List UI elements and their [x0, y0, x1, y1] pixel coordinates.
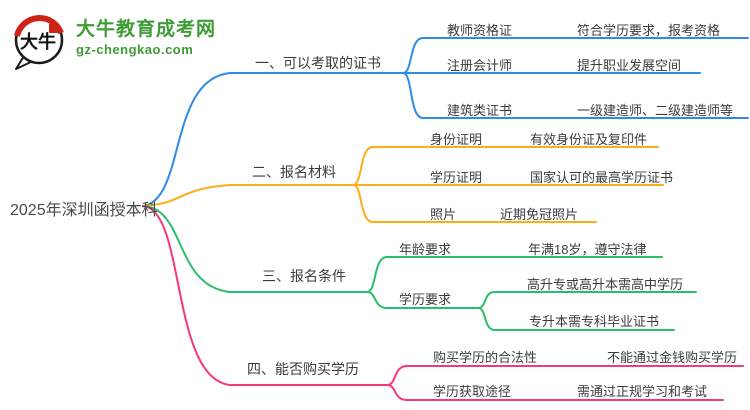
branch-2-child-3-label: 照片 [430, 207, 457, 222]
svg-text:大牛: 大牛 [20, 31, 56, 52]
branch-2-child-1-leaf: 有效身份证及复印件 [530, 132, 648, 147]
branch-1-child-3-label: 建筑类证书 [447, 103, 513, 118]
site-logo[interactable]: 大牛 大牛教育成考网 gz-chengkao.com [12, 12, 216, 70]
branch-4-child-2-leaf: 需通过正规学习和考试 [577, 384, 708, 399]
branch-1-child-2-label: 注册会计师 [447, 58, 513, 73]
branch-4-child-1-leaf: 不能通过金钱购买学历 [607, 350, 738, 365]
logo-bull-icon: 大牛 [14, 15, 64, 70]
branch-2-label: 二、报名材料 [252, 164, 336, 180]
site-domain: gz-chengkao.com [76, 42, 194, 57]
branch-3-child-2-label: 学历要求 [399, 292, 452, 307]
branch-3-child-1-leaf: 年满18岁，遵守法律 [528, 242, 647, 257]
branch-3-label: 三、报名条件 [262, 268, 346, 284]
branch-3-child-2-leaf-1: 高升专或高升本需高中学历 [527, 277, 684, 292]
root-node: 2025年深圳函授本科 [10, 202, 158, 219]
branch-1-label: 一、可以考取的证书 [255, 55, 381, 71]
branch-2-child-1-label: 身份证明 [430, 132, 483, 147]
branch-1-child-2-leaf: 提升职业发展空间 [577, 58, 682, 73]
branch-4-child-1-label: 购买学历的合法性 [433, 350, 538, 365]
branch-2-child-2-label: 学历证明 [430, 170, 483, 185]
branch-4-child-2-label: 学历获取途径 [433, 384, 512, 399]
branch-1-child-3-leaf: 一级建造师、二级建造师等 [577, 103, 734, 118]
branch-2-child-3-leaf: 近期免冠照片 [500, 207, 579, 222]
site-name: 大牛教育成考网 [76, 19, 217, 40]
branch-1-child-1-label: 教师资格证 [447, 23, 513, 38]
branch-3-child-1-label: 年龄要求 [399, 242, 452, 257]
branch-3-child-2-leaf-2: 专升本需专科毕业证书 [529, 314, 660, 329]
branch-2-child-2-leaf: 国家认可的最高学历证书 [530, 170, 674, 185]
branch-4-label: 四、能否购买学历 [247, 361, 359, 377]
branch-1-child-1-leaf: 符合学历要求，报考资格 [577, 23, 721, 38]
